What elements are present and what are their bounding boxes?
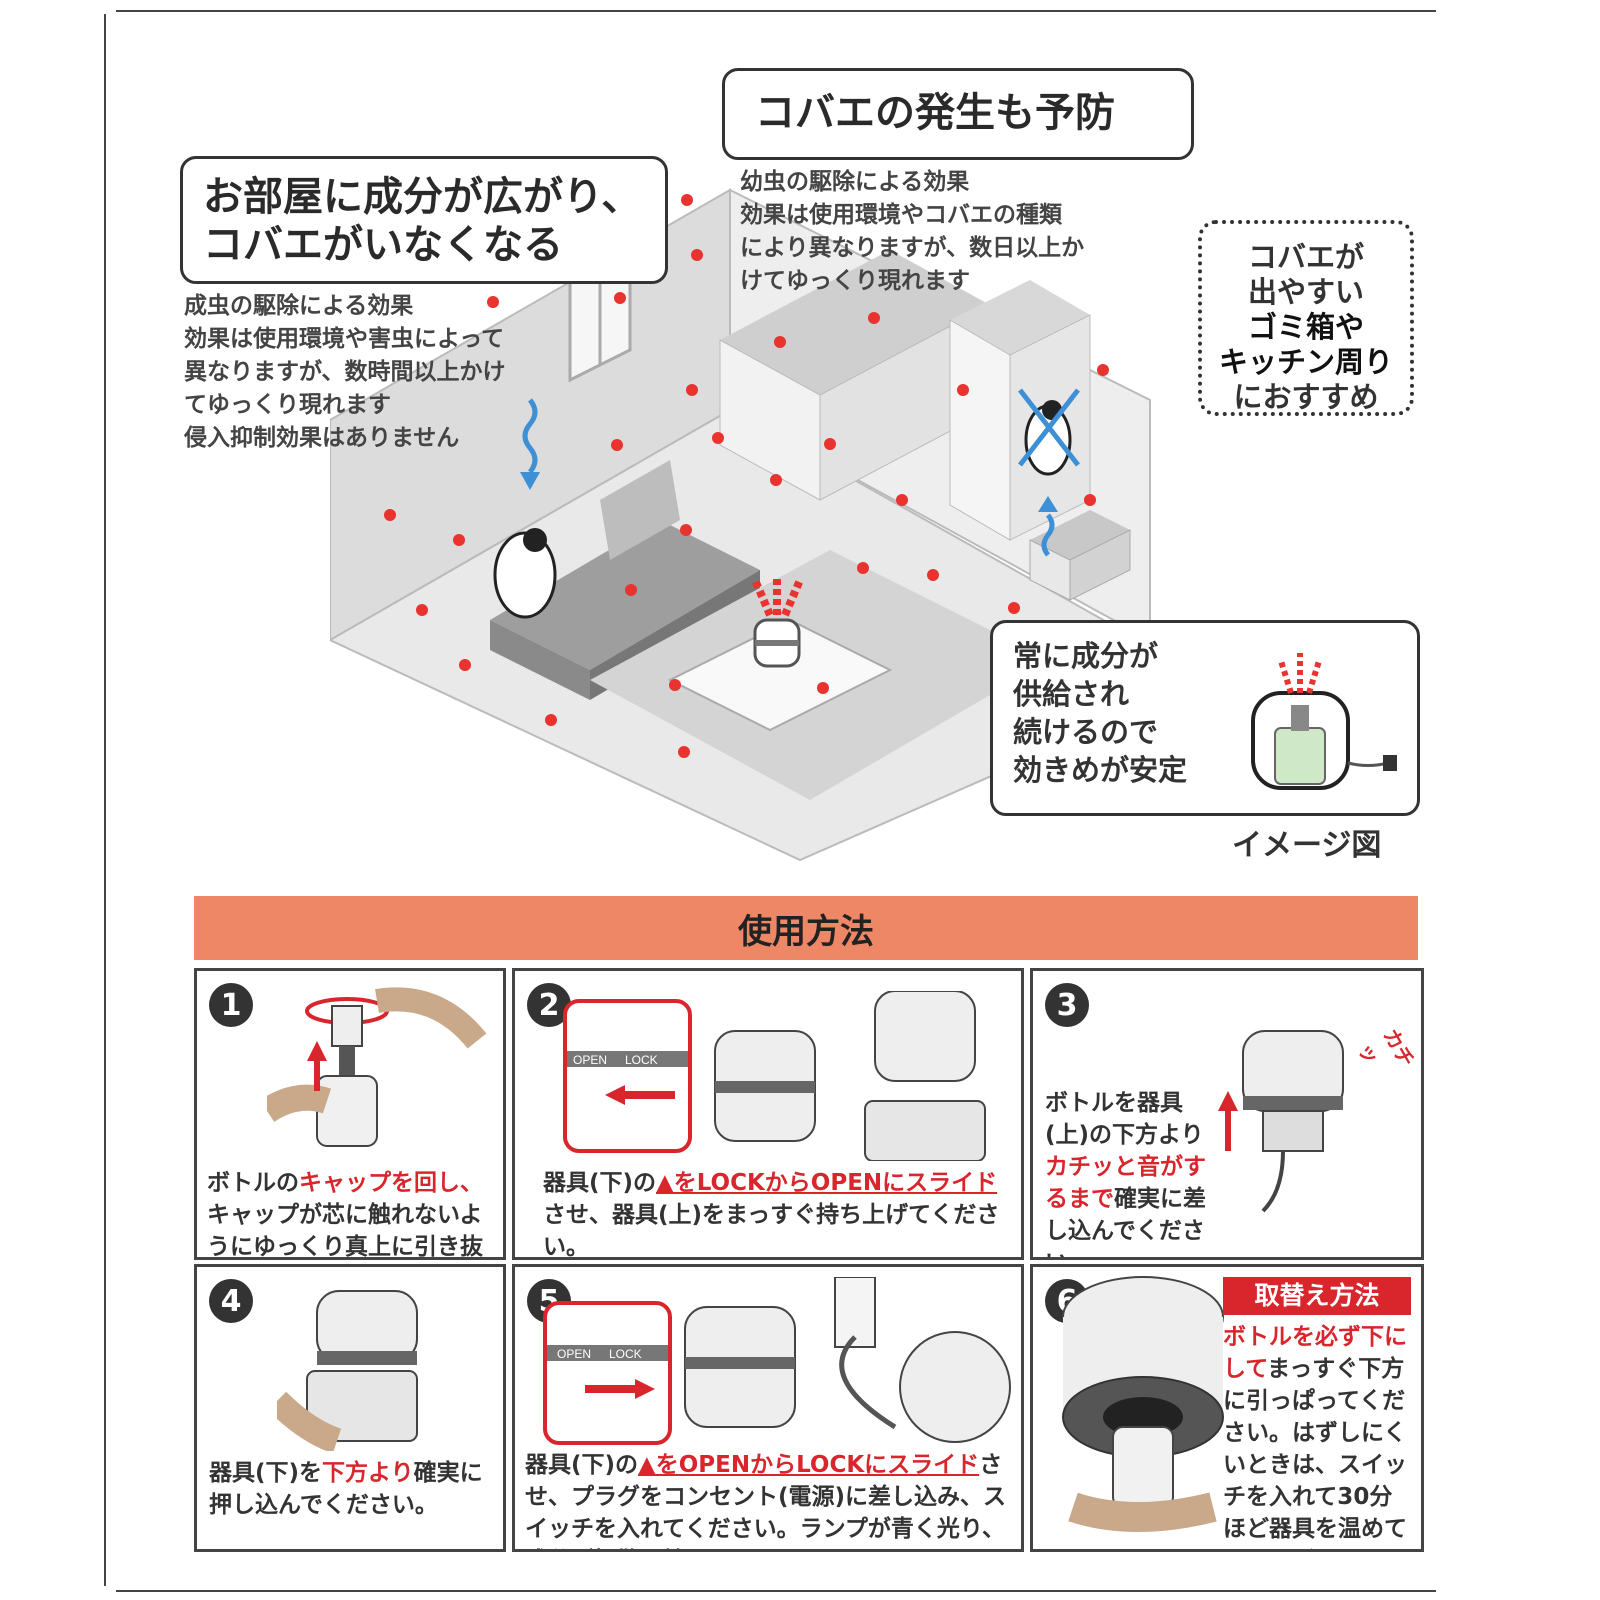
step-1-text-b: キャップを回し、 — [299, 1170, 483, 1196]
frame-top-line — [116, 10, 1436, 12]
step-2-illustration: OPEN LOCK — [563, 991, 986, 1161]
step-2-text: 器具(下)の▲をLOCKからOPENにスライドさせ、器具(上)をまっすぐ持ち上げ… — [543, 1167, 1003, 1260]
step-1-text: ボトルのキャップを回し、キャップが芯に触れないようにゆっくり真上に引き抜いてくだ… — [207, 1167, 493, 1260]
device-cutaway-icon — [1251, 653, 1397, 790]
step-1-text-a: ボトルの — [207, 1170, 299, 1196]
step-4-text-a: 器具(下)を — [209, 1460, 323, 1486]
step-5-illustration: OPEN LOCK — [543, 1277, 1011, 1445]
step-5-open-label: OPEN — [557, 1347, 591, 1361]
recommend-line2: 出やすい — [1247, 275, 1364, 309]
step-6-text-a: ボトルを必ず下にして — [1223, 1324, 1407, 1382]
recommend-box: コバエが 出やすい ゴミ箱や キッチン周り におすすめ — [1198, 220, 1414, 416]
step-5-lock-label: LOCK — [609, 1347, 642, 1361]
step-4-number: 4 — [209, 1279, 253, 1323]
step-2-lock-label: LOCK — [625, 1053, 658, 1067]
stable-supply-text: 常に成分が 供給され 続けるので 効きめが安定 — [1013, 639, 1188, 787]
image-caption: イメージ図 — [1232, 828, 1382, 863]
callout-left-note: 成虫の駆除による効果 効果は使用環境や害虫によって 異なりますが、数時間以上かけ… — [184, 293, 506, 451]
callout-left-bubble: お部屋に成分が広がり、 コバエがいなくなる — [180, 156, 668, 284]
step-5-text-c: させ、プラグをコンセント(電源)に差し込み、スイッチを入れてください。ランプが青… — [525, 1452, 1007, 1549]
step-6-text: ボトルを必ず下にしてまっすぐ下方に引っぱってください。はずしにくいときは、スイッ… — [1223, 1321, 1413, 1549]
step-2-text-a: 器具(下)の — [543, 1170, 657, 1196]
step-2-text-c: させ、器具(上)をまっすぐ持ち上げてください。 — [543, 1202, 1000, 1260]
step-2-text-b: ▲をLOCKからOPENにスライド — [656, 1170, 998, 1196]
usage-heading: 使用方法 — [194, 896, 1418, 960]
step-1-text-c: キャップが芯に触れないようにゆっくり真上に引き抜いてください。 — [207, 1202, 483, 1260]
step-5-text-a: 器具(下)の — [525, 1452, 639, 1478]
step-3-text-a: ボトルを器具(上)の下方より — [1045, 1090, 1204, 1148]
step-3-text: ボトルを器具(上)の下方よりカチッと音がするまで確実に差し込んでください。 — [1045, 1087, 1215, 1257]
recommend-line3: ゴミ箱や — [1247, 310, 1364, 344]
step-3-text-b: カチッと音がするまで — [1045, 1154, 1206, 1212]
frame-left-line — [104, 14, 106, 1586]
step-3-text-c: 確実に差し込んでください。 — [1045, 1186, 1206, 1257]
step-1-illustration — [267, 987, 487, 1147]
step-4-text-c: 確実に押し込んでください。 — [209, 1460, 483, 1518]
step-3-number: 3 — [1045, 983, 1089, 1027]
step-4-text-b: 下方より — [322, 1460, 414, 1486]
replace-method-label: 取替え方法 — [1223, 1277, 1411, 1315]
step-6-panel: 6 取替え方法 ボトルを必ず下にしてまっすぐ下方に引っぱってください。はずしにく… — [1030, 1264, 1424, 1552]
step-3-illustration — [1218, 1030, 1344, 1213]
recommend-line5: におすすめ — [1233, 380, 1379, 414]
callout-left-title: お部屋に成分が広がり、 コバエがいなくなる — [203, 174, 642, 268]
step-4-illustration — [277, 1290, 418, 1451]
step-5-text-b: ▲をOPENからLOCKにスライド — [638, 1452, 980, 1478]
step-4-panel: 4 器具(下)を下方より確実に押し込んでください。 — [194, 1264, 506, 1552]
particle-dots — [384, 194, 1109, 758]
callout-right-bubble: コバエの発生も予防 — [722, 68, 1194, 160]
step-3-panel: 3 カチッ ボトルを器具(上)の下方よりカチッと音がするまで確実に差し込んでくだ… — [1030, 968, 1424, 1260]
step-6-text-b: まっすぐ下方に引っぱってください。はずしにくいときは、スイッチを入れて30分ほど… — [1223, 1356, 1407, 1549]
step-5-panel: 5 OPEN LOCK 器具(下)の▲をOPENからLOCKにスライドさせ、プラ… — [512, 1264, 1024, 1552]
stable-supply-bubble: 常に成分が 供給され 続けるので 効きめが安定 — [990, 620, 1420, 816]
callout-right-title: コバエの発生も予防 — [755, 90, 1115, 136]
step-1-panel: 1 ボトルのキャップを回し、キャップが芯に触れないようにゆっくり真上に引き抜いて… — [194, 968, 506, 1260]
recommend-line1: コバエが — [1247, 240, 1364, 274]
step-1-number: 1 — [209, 983, 253, 1027]
frame-bottom-line — [116, 1590, 1436, 1592]
step-6-illustration — [1062, 1276, 1224, 1532]
callout-right-note: 幼虫の駆除による効果 効果は使用環境やコバエの種類 により異なりますが、数日以上… — [740, 169, 1085, 294]
step-5-text: 器具(下)の▲をOPENからLOCKにスライドさせ、プラグをコンセント(電源)に… — [525, 1449, 1015, 1549]
step-4-text: 器具(下)を下方より確実に押し込んでください。 — [209, 1457, 491, 1521]
step-2-panel: 2 OPEN LOCK 器具(下)の▲をLOCKからOPENにスライドさせ、器具… — [512, 968, 1024, 1260]
recommend-line4: キッチン周り — [1218, 345, 1393, 379]
step-2-open-label: OPEN — [573, 1053, 607, 1067]
